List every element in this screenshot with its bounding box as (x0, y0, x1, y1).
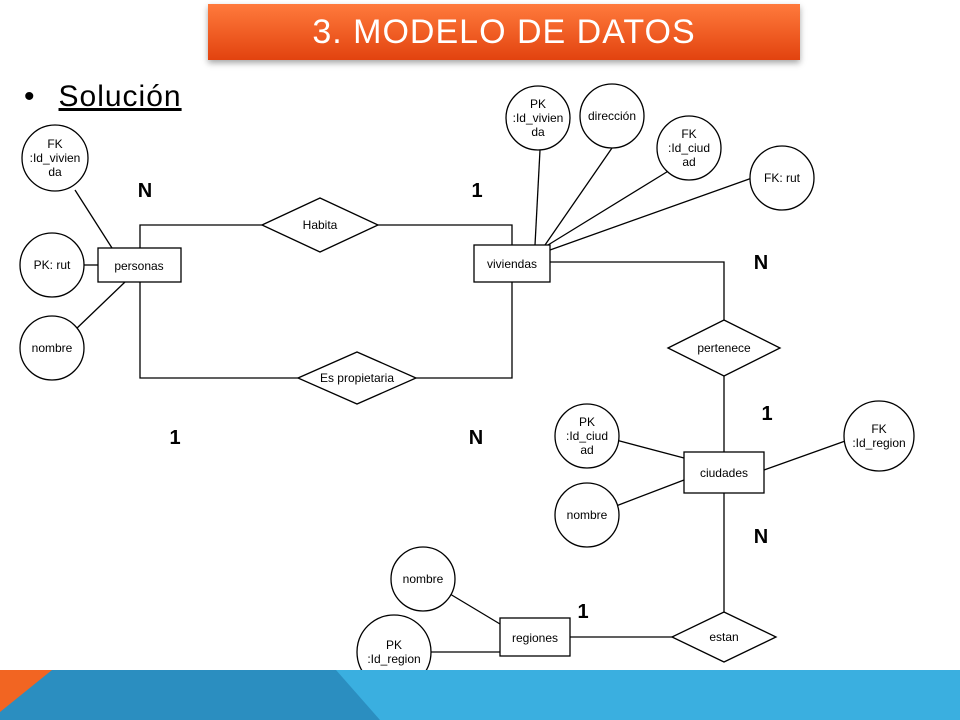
attribute-label-line: :Id_ciud (668, 141, 710, 155)
attribute-label-line: nombre (403, 572, 444, 586)
attribute-label-line: ad (580, 443, 593, 457)
card-propietaria-viviendas: N (469, 427, 483, 449)
attr-personas-nombre (19, 315, 85, 381)
relationship-labels: Habita Es propietaria pertenece estan (303, 218, 751, 644)
attribute-label-line: FK (47, 137, 62, 151)
attribute-label-line: FK: rut (764, 171, 801, 185)
attr-ciudades-nombre-label: nombre (567, 508, 608, 522)
card-propietaria-personas: 1 (169, 427, 180, 449)
cardinality-labels: N 1 1 N N 1 N 1 (138, 180, 773, 623)
attr-personas-fk-vivienda (21, 124, 89, 192)
attr-viviendas-direccion (579, 83, 645, 149)
attribute-label-line: ad (682, 155, 695, 169)
attribute-label-line: da (48, 165, 62, 179)
entity-viviendas (473, 244, 551, 283)
rel-estan-label: estan (709, 630, 738, 644)
rel-pertenece (666, 319, 782, 377)
bullet-icon: • (24, 80, 35, 113)
footer-orange-shape (0, 670, 52, 712)
entity-personas-label: personas (114, 259, 163, 273)
relationship-diamonds (260, 197, 782, 663)
attr-ciudades-nombre (554, 482, 620, 548)
connector-lines (74, 147, 849, 653)
rel-es-propietaria (296, 351, 418, 405)
attribute-label-line: :Id_vivien (513, 111, 564, 125)
attr-regiones-pk-id-label: PK:Id_region (367, 638, 420, 666)
attr-ciudades-fk-region (843, 400, 915, 472)
card-habita-viviendas: 1 (471, 180, 482, 202)
attribute-label-line: PK (386, 638, 402, 652)
attribute-label-line: nombre (32, 341, 73, 355)
attribute-label-line: da (531, 125, 545, 139)
attribute-label-line: :Id_ciud (566, 429, 608, 443)
attr-regiones-nombre-label: nombre (403, 572, 444, 586)
rel-es-propietaria-label: Es propietaria (320, 371, 394, 385)
entity-viviendas-label: viviendas (487, 257, 537, 271)
attribute-label-line: PK (530, 97, 546, 111)
attribute-label-line: PK: rut (34, 258, 71, 272)
slide-title-banner: 3. MODELO DE DATOS (208, 4, 800, 60)
attribute-ellipses (19, 83, 915, 690)
attr-viviendas-fk-rut (749, 145, 815, 211)
slide-title: 3. MODELO DE DATOS (312, 12, 696, 51)
entity-personas (97, 247, 182, 283)
entity-regiones (499, 617, 571, 657)
card-pertenece-ciudades: 1 (761, 403, 772, 425)
entity-ciudades (683, 451, 765, 494)
attr-regiones-nombre (390, 546, 456, 612)
attribute-label-line: :Id_vivien (30, 151, 81, 165)
footer-band (0, 670, 960, 720)
entity-boxes (97, 244, 765, 657)
card-pertenece-viviendas: N (754, 252, 768, 274)
attr-viviendas-fk-ciudad (656, 115, 722, 181)
attr-viviendas-direccion-label: dirección (588, 109, 636, 123)
subtitle: Solución (58, 80, 182, 113)
attribute-label-line: FK (871, 422, 886, 436)
entity-labels: personas viviendas ciudades regiones (114, 257, 748, 645)
card-estan-ciudades: N (754, 526, 768, 548)
rel-habita-label: Habita (303, 218, 338, 232)
rel-pertenece-label: pertenece (697, 341, 751, 355)
attribute-label-line: :Id_region (367, 652, 420, 666)
attribute-label-line: dirección (588, 109, 636, 123)
rel-habita (260, 197, 380, 253)
bullet-line: • Solución (24, 80, 182, 114)
attr-viviendas-pk-id (505, 85, 571, 151)
entity-regiones-label: regiones (512, 631, 558, 645)
attr-ciudades-pk-id (554, 403, 620, 469)
attribute-label-line: PK (579, 415, 595, 429)
attr-personas-nombre-label: nombre (32, 341, 73, 355)
attr-personas-pk-rut (19, 232, 85, 298)
attribute-label-line: FK (681, 127, 696, 141)
attribute-label-line: nombre (567, 508, 608, 522)
attr-personas-pk-rut-label: PK: rut (34, 258, 71, 272)
card-estan-regiones: 1 (577, 601, 588, 623)
footer-dark-blue-shape (0, 670, 380, 720)
rel-estan (670, 611, 778, 663)
attribute-label-line: :Id_region (852, 436, 905, 450)
attr-ciudades-fk-region-label: FK:Id_region (852, 422, 905, 450)
entity-ciudades-label: ciudades (700, 466, 748, 480)
attr-viviendas-fk-rut-label: FK: rut (764, 171, 801, 185)
card-habita-personas: N (138, 180, 152, 202)
